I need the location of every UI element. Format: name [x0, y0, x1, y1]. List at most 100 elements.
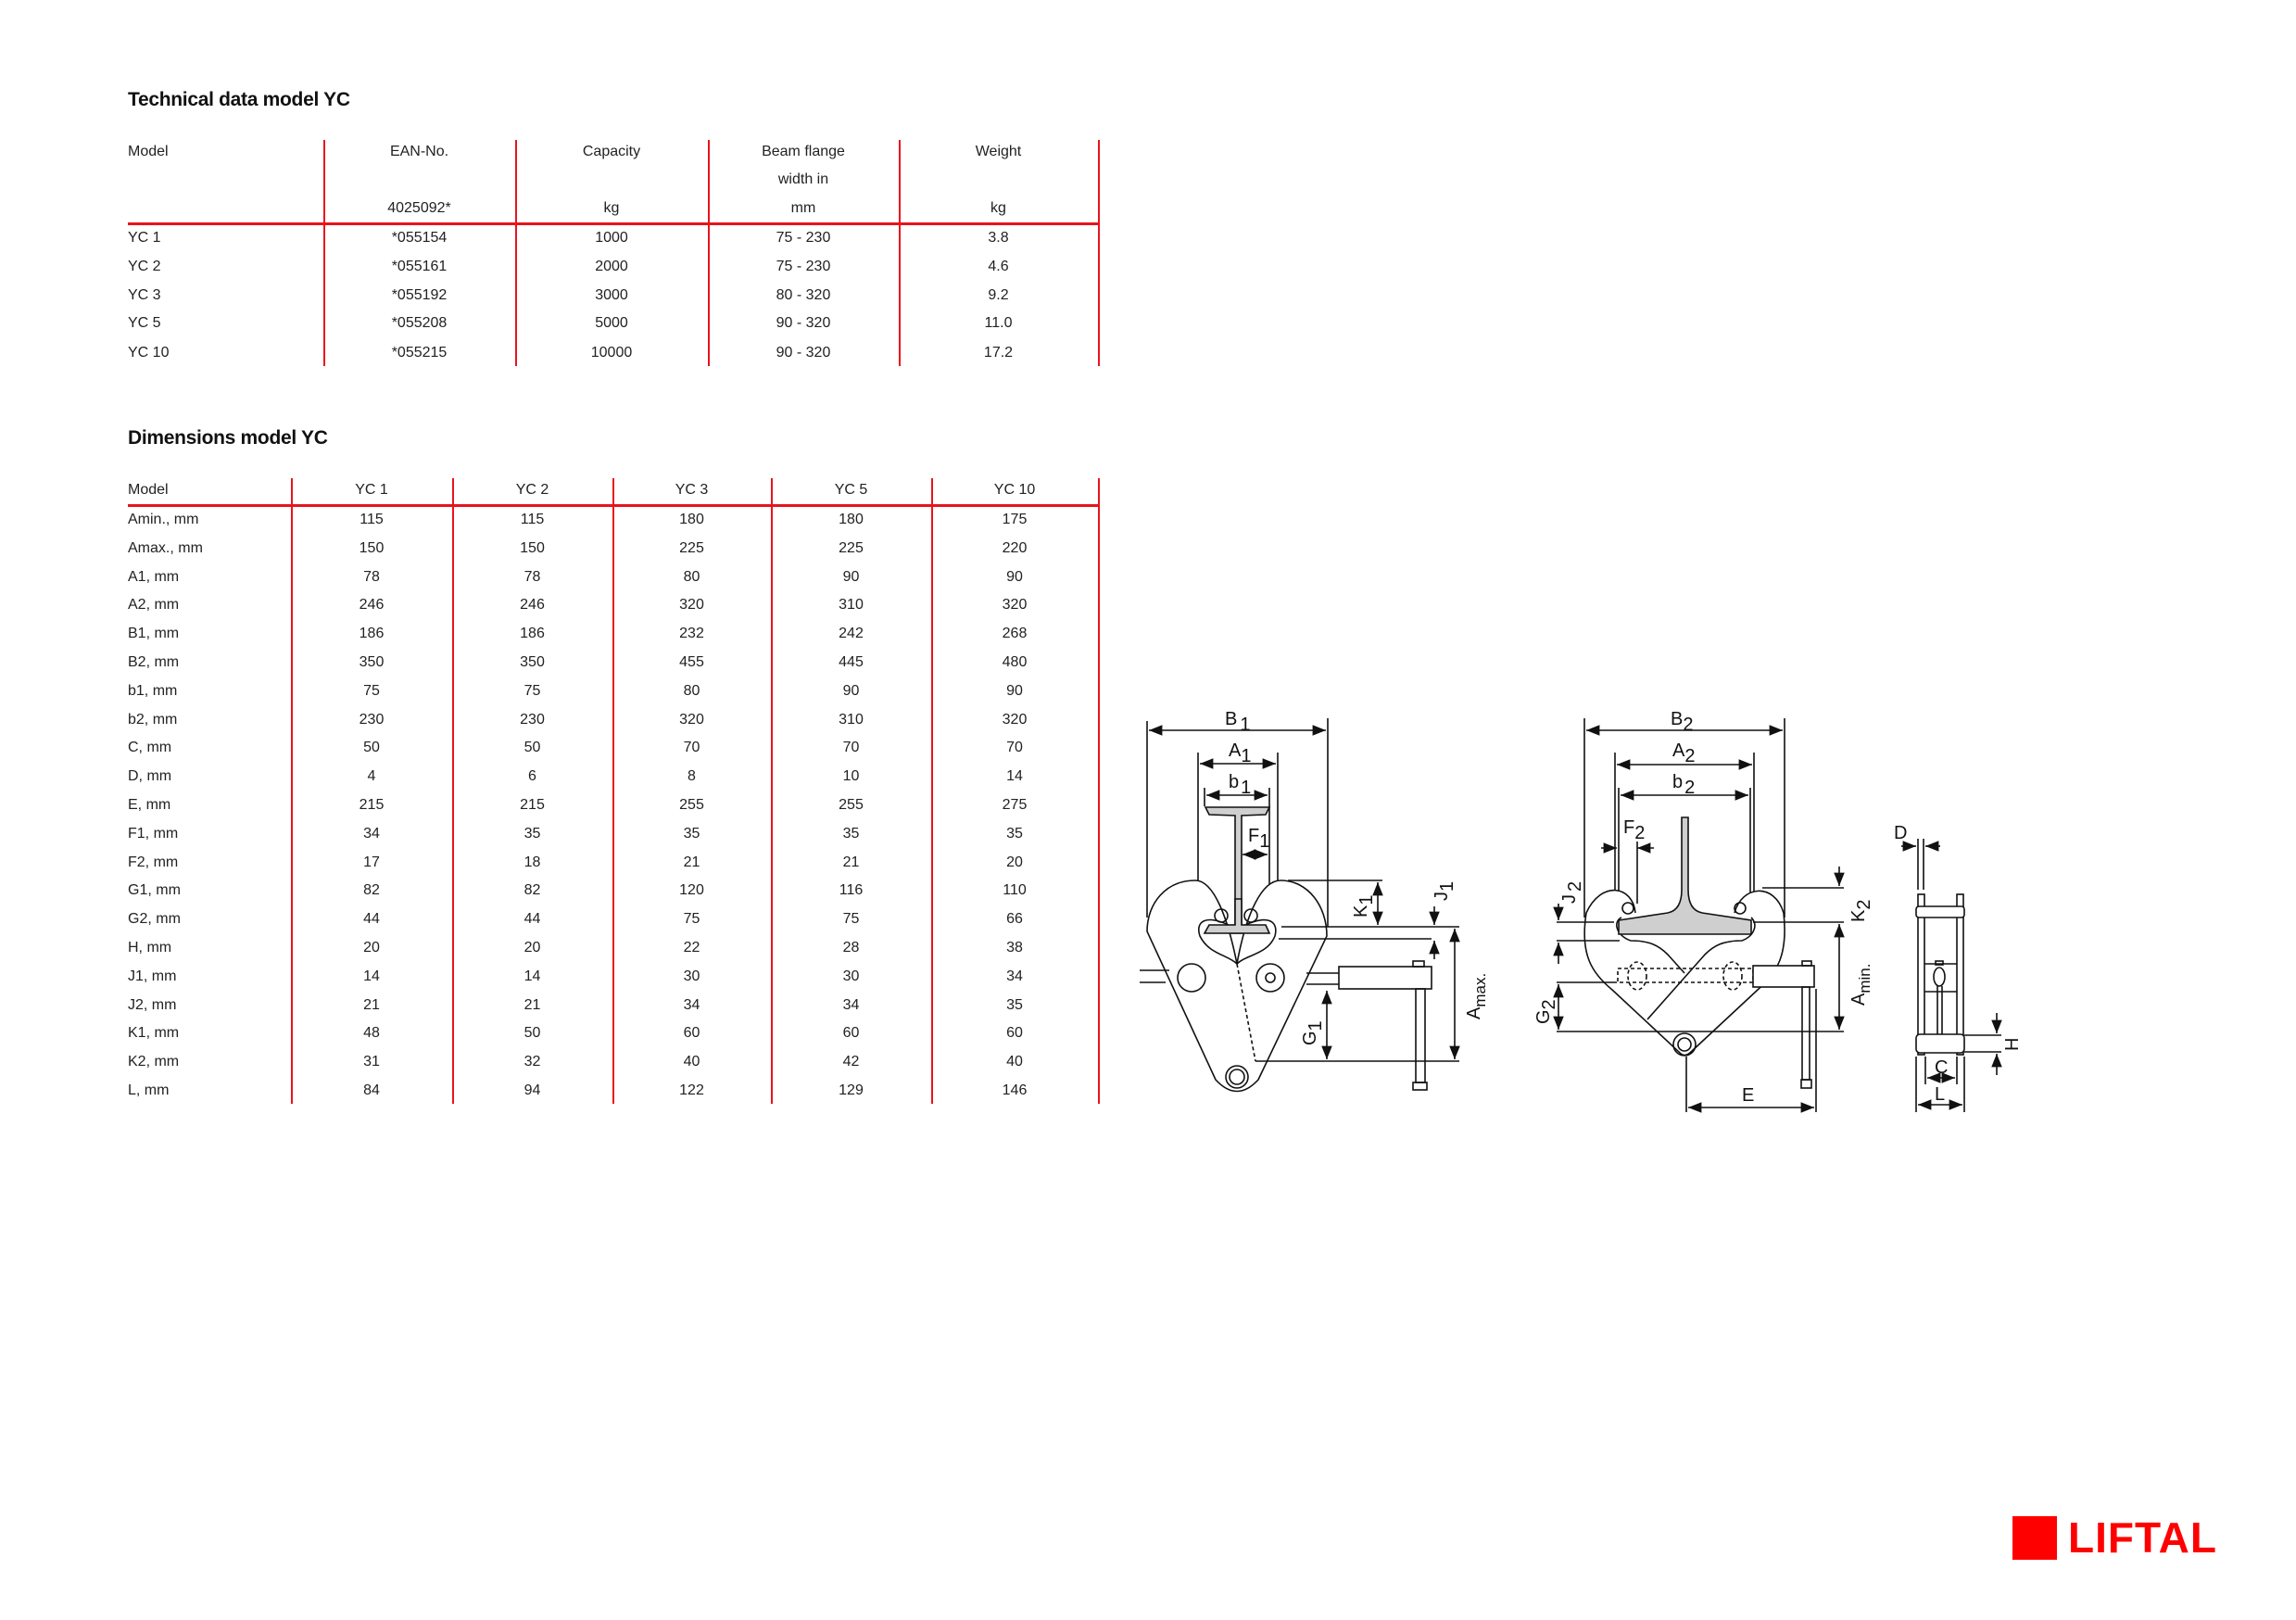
table-cell: 3000: [595, 287, 628, 303]
table-cell: 186: [520, 626, 545, 642]
table-cell: 84: [363, 1082, 380, 1098]
label-d: D: [1894, 823, 1907, 843]
table-cell: 35: [1006, 825, 1023, 842]
table-cell: 320: [679, 711, 704, 728]
table-cell: 320: [1002, 597, 1028, 614]
table-cell: 90 - 320: [776, 315, 831, 331]
table-cell: 34: [1006, 968, 1023, 984]
table-cell: 310: [839, 711, 864, 728]
table-cell: 34: [683, 996, 700, 1013]
column-divider: [931, 478, 933, 1104]
table-cell: 82: [363, 882, 380, 899]
table-cell: 60: [842, 1025, 860, 1042]
table-cell: 246: [359, 597, 385, 614]
table-cell: 480: [1002, 654, 1028, 670]
table-cell: 18: [524, 854, 541, 870]
table-cell: 350: [520, 654, 545, 670]
table-cell: 2000: [595, 259, 628, 274]
table-cell: 40: [683, 1054, 700, 1070]
table-cell: 70: [1006, 740, 1023, 756]
column-header: EAN-No.: [389, 144, 449, 159]
model-cell: YC 10: [128, 345, 170, 361]
column-divider: [515, 140, 517, 366]
label-a2: A2: [1672, 740, 1695, 766]
table-cell: 80: [683, 682, 700, 699]
front-view-yc-large: [1553, 718, 1845, 1113]
side-view-yc: [1901, 839, 2002, 1112]
table-cell: 180: [679, 512, 704, 527]
table-cell: 21: [683, 854, 700, 870]
technical-data-title: Technical data model YC: [128, 89, 350, 110]
table-cell: 242: [839, 626, 864, 642]
table-cell: 115: [520, 512, 545, 527]
table-cell: 255: [839, 797, 864, 813]
dimension-label: H, mm: [128, 940, 172, 956]
dimension-label: G2, mm: [128, 911, 181, 928]
table-cell: 66: [1006, 911, 1023, 928]
table-cell: 75 - 230: [776, 230, 831, 246]
dimension-label: B1, mm: [128, 626, 180, 642]
label-a1: A1: [1229, 740, 1251, 766]
table-cell: 11.0: [984, 315, 1013, 331]
table-cell: 21: [524, 996, 541, 1013]
label-k2: K2: [1848, 900, 1874, 922]
table-cell: 20: [1006, 854, 1023, 870]
column-divider: [1098, 478, 1100, 1104]
table-cell: 445: [839, 654, 864, 670]
dimension-label: K2, mm: [128, 1054, 180, 1070]
label-g2: G2: [1533, 999, 1559, 1024]
header-divider: [128, 222, 1099, 225]
table-cell: 1000: [595, 230, 628, 246]
table-cell: 42: [842, 1054, 860, 1070]
table-cell: 225: [839, 539, 864, 556]
table-cell: 35: [842, 825, 860, 842]
table-cell: 17.2: [983, 345, 1014, 361]
table-cell: 5000: [595, 315, 628, 331]
table-cell: 40: [1006, 1054, 1023, 1070]
table-cell: 21: [842, 854, 860, 870]
dimension-label: C, mm: [128, 740, 172, 756]
table-cell: 225: [679, 539, 704, 556]
table-cell: 14: [524, 968, 541, 984]
table-cell: 9.2: [988, 287, 1009, 303]
table-cell: 146: [1002, 1082, 1028, 1098]
table-cell: *055208: [391, 315, 448, 331]
table-cell: 70: [842, 740, 860, 756]
table-cell: 14: [1006, 768, 1023, 785]
dimension-label: G1, mm: [128, 882, 181, 899]
dimension-label: Amin., mm: [128, 512, 199, 527]
dimension-label: F2, mm: [128, 854, 179, 870]
table-cell: 44: [363, 911, 380, 928]
column-header: Capacity: [582, 144, 641, 159]
column-header: Model: [128, 144, 169, 159]
column-header: Beam flange: [762, 144, 845, 159]
table-cell: 30: [842, 968, 860, 984]
label-f2: F2: [1623, 817, 1645, 843]
table-cell: 90: [1006, 682, 1023, 699]
column-header: YC 2: [515, 482, 549, 498]
column-header: YC 3: [675, 482, 709, 498]
table-cell: 75: [683, 911, 700, 928]
table-cell: 350: [359, 654, 385, 670]
table-cell: 4: [367, 768, 376, 785]
table-cell: 175: [1002, 512, 1028, 527]
table-cell: 275: [1002, 797, 1028, 813]
table-cell: 48: [363, 1025, 380, 1042]
model-cell: YC 5: [128, 315, 161, 331]
dimension-label: A1, mm: [128, 568, 180, 585]
table-cell: 35: [524, 825, 541, 842]
column-header: YC 10: [993, 482, 1036, 498]
table-cell: 246: [520, 597, 545, 614]
table-cell: 80 - 320: [776, 287, 831, 303]
label-b2: B2: [1671, 709, 1693, 735]
model-cell: YC 1: [128, 230, 161, 246]
dimension-label: B2, mm: [128, 654, 180, 670]
table-cell: 78: [524, 568, 541, 585]
table-cell: 310: [839, 597, 864, 614]
logo-square: [2012, 1516, 2057, 1560]
column-header: kg: [990, 200, 1006, 216]
table-cell: 10000: [590, 345, 633, 361]
